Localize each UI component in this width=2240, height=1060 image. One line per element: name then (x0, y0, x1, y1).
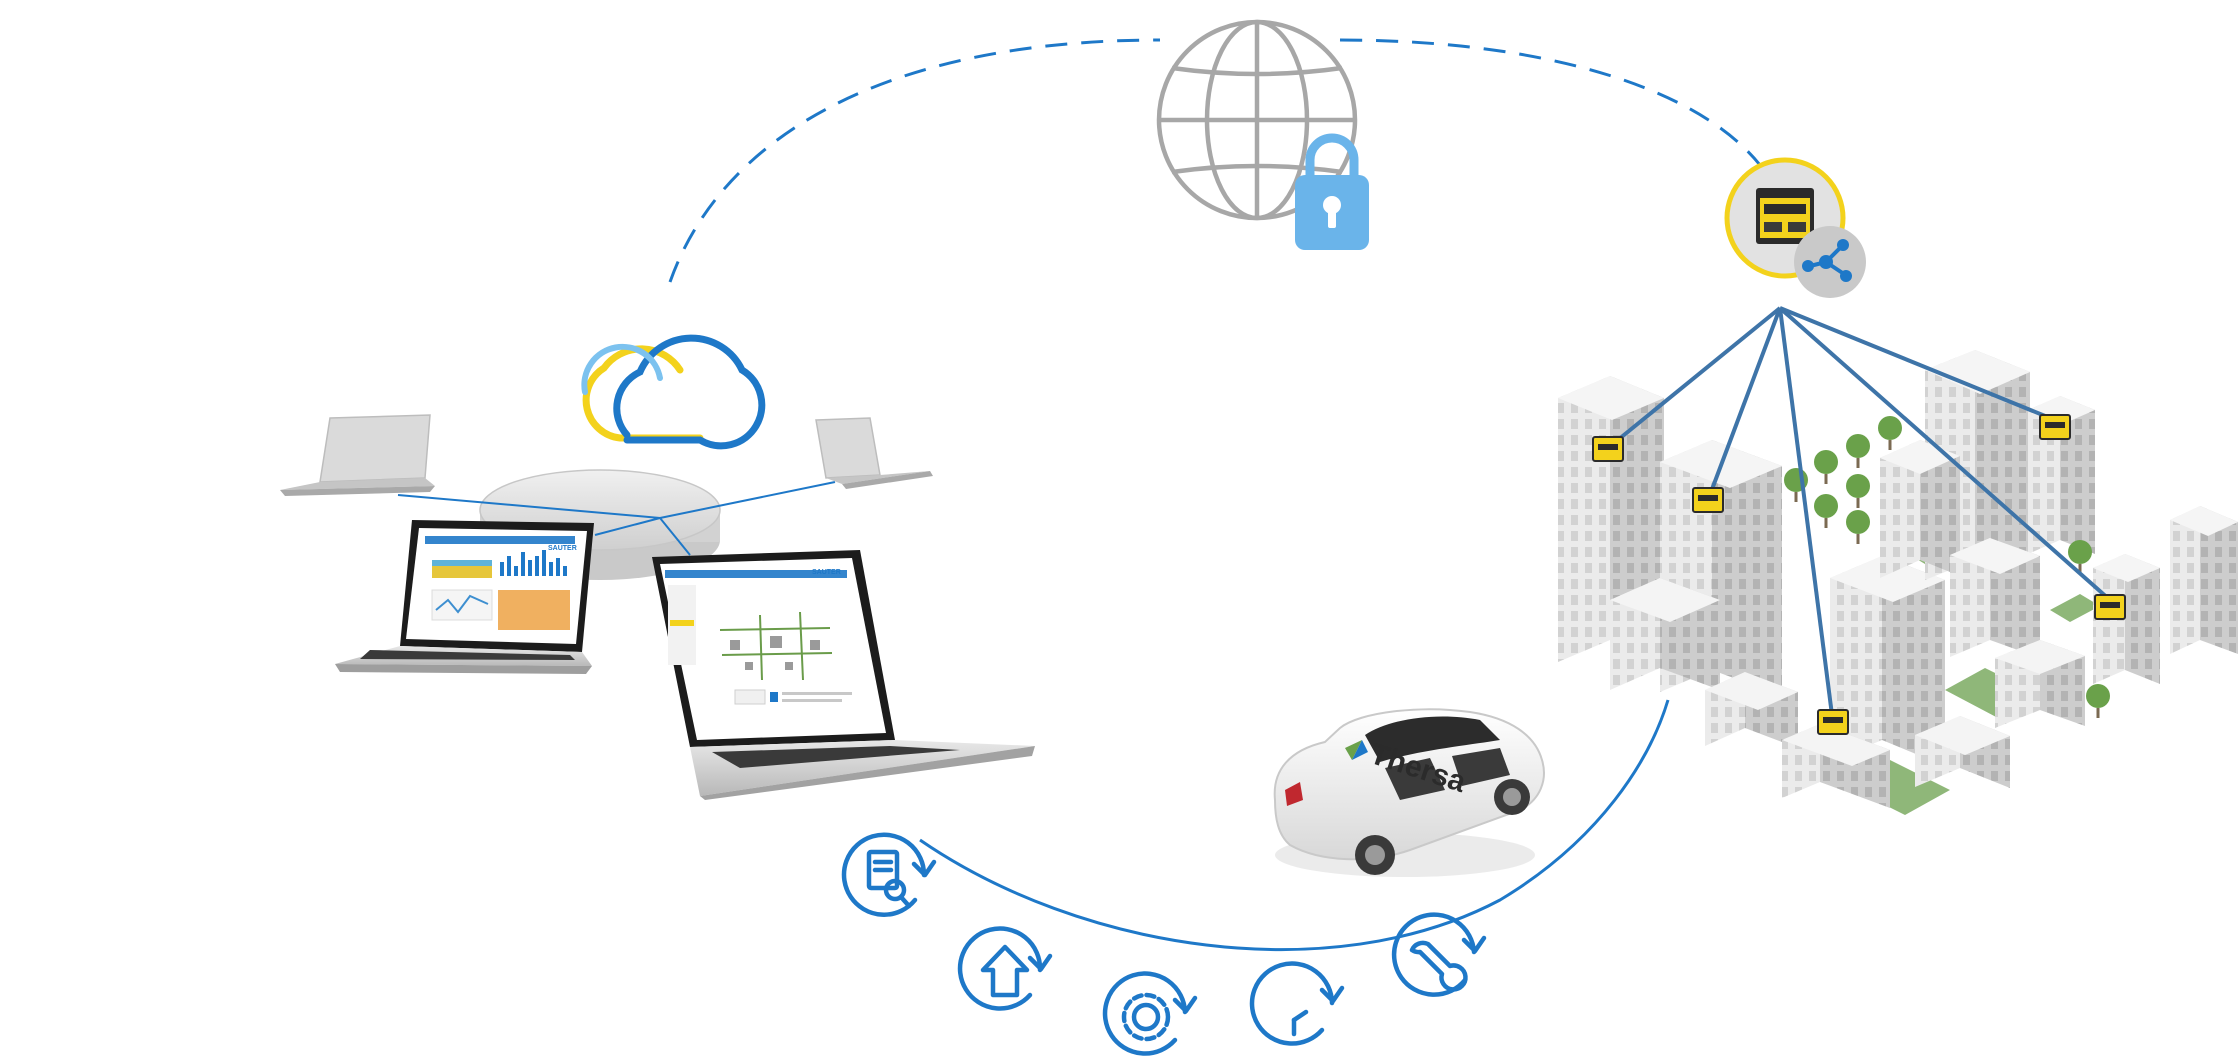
network-share-icon (1794, 226, 1866, 298)
field-devices (1592, 414, 2126, 735)
document-review-icon (841, 832, 937, 917)
cloud-icon (581, 334, 766, 450)
building-mid-right (1950, 538, 2040, 658)
upload-arrow-icon (957, 926, 1053, 1011)
building-mid-cluster (1880, 440, 1960, 578)
service-car: Thersa (1273, 708, 1545, 877)
laptop-small-left (280, 414, 435, 496)
building-center (1830, 556, 1945, 766)
building-front-left (1705, 672, 1798, 748)
field-device (1692, 487, 1724, 513)
building-front-center (1782, 724, 1890, 808)
field-device (2094, 594, 2126, 620)
building-far-right (2093, 554, 2160, 684)
globe-icon (1156, 19, 1358, 221)
padlock-icon (1295, 133, 1369, 250)
brand-logo-mark (1345, 740, 1368, 760)
field-device (1592, 436, 1624, 462)
city-block (1558, 306, 2238, 815)
building-front-low (1915, 716, 2010, 788)
building-edge-right (2170, 506, 2238, 654)
gateway-links (1606, 306, 2112, 716)
field-device (2039, 414, 2071, 440)
network-lines (397, 481, 836, 556)
dashboard-brand-large: SAUTER (812, 569, 841, 576)
mini-schematic (719, 611, 833, 681)
maintenance-wrench-icon (1391, 912, 1487, 997)
timer-icon (1249, 961, 1345, 1046)
building-front-right (1995, 640, 2085, 728)
dashed-arc-left (668, 38, 1161, 283)
building-low-left (1610, 578, 1720, 690)
laptop-small-right (815, 417, 933, 489)
service-arc (919, 699, 1670, 952)
mini-bar-chart (500, 550, 567, 576)
dashboard-brand-small: SAUTER (548, 545, 577, 552)
dashed-arc-right (1339, 38, 1762, 166)
service-icon-row (841, 832, 1487, 1056)
laptop-dashboard-charts: SAUTER (335, 520, 594, 674)
laptop-dashboard-schematic: SAUTER (652, 550, 1035, 800)
field-device (1817, 709, 1849, 735)
settings-gear-icon (1102, 971, 1198, 1056)
